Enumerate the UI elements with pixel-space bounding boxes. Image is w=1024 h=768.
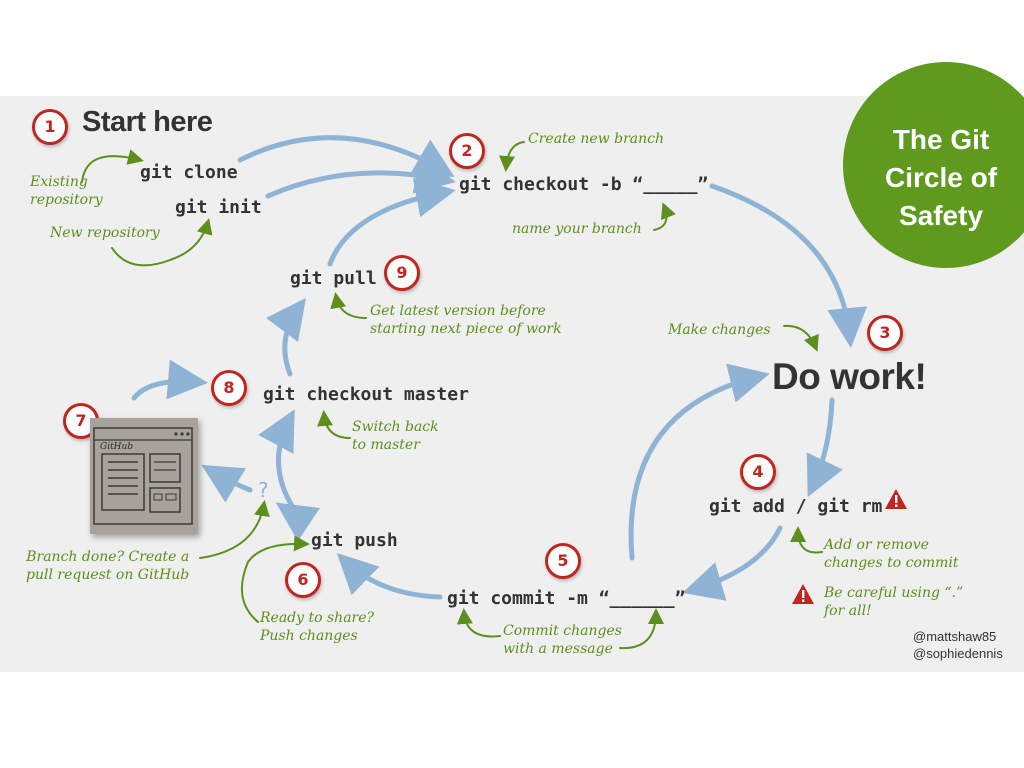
branch-done-note-line1: Branch done? Create a [26,549,190,565]
git-add-rm-command: git add / git rm [709,496,883,517]
green-arrow-name-branch [653,202,676,231]
arrow-question-to-mockup [201,464,253,503]
green-arrow-latest [330,292,367,319]
credit-line-1: @mattshaw85 [913,629,997,644]
do-work-heading: Do work! [772,356,927,397]
latest-version-note: Get latest version before starting next … [370,302,562,338]
git-pull-command: git pull [290,268,377,289]
switch-back-note: Switch back to master [352,418,439,454]
step-4-marker: 4 [740,454,776,490]
commit-message-note: Commit changes with a message [503,622,622,658]
ready-to-share-note-line2: Push changes [260,628,358,644]
question-mark: ? [258,478,269,502]
arrow-add-to-commit [682,525,783,601]
arrow-init-to-checkout [265,154,456,199]
arrow-commit-to-dowork [628,363,770,561]
github-sketch-image: GitHub [90,418,198,534]
latest-version-note-line1: Get latest version before [370,303,546,319]
existing-repo-note: Existing repository [30,173,103,209]
branch-done-note: Branch done? Create a pull request on Gi… [26,548,189,584]
green-arrow-switch [317,410,351,439]
commit-message-note-line1: Commit changes [503,623,622,639]
existing-repo-note-line1: Existing [30,174,88,190]
step-2-marker: 2 [449,133,485,169]
arrow-mockup-to-step8 [131,359,208,401]
github-sketch-label: GitHub [100,442,133,452]
ready-to-share-note-line1: Ready to share? [260,610,375,626]
latest-version-note-line2: starting next piece of work [370,321,562,337]
add-remove-note-line2: changes to commit [824,555,959,571]
add-remove-note: Add or remove changes to commit [824,536,959,572]
green-arrow-commit-right [619,608,664,650]
make-changes-note: Make changes [668,322,771,338]
step-6-marker: 6 [285,562,321,598]
git-checkout-master-command: git checkout master [263,384,469,405]
green-arrow-add-remove [790,526,823,554]
new-repo-note: New repository [50,225,160,241]
step-1-marker: 1 [32,109,68,145]
green-arrow-commit [456,608,501,638]
add-remove-note-line1: Add or remove [824,537,929,553]
step-8-marker: 8 [211,370,247,406]
green-arrow-branch-done [199,500,270,559]
git-init-command: git init [175,197,262,218]
arrow-push-to-checkout-master [258,409,305,523]
create-branch-note: Create new branch [528,131,665,147]
name-branch-note: name your branch [512,221,642,237]
warning-icon [792,584,814,604]
switch-back-note-line2: to master [352,437,420,453]
green-arrow-new-repo [111,218,213,267]
credit-line-2: @sophiedennis [913,646,1003,661]
start-here-heading: Start here [82,106,213,138]
title-badge-text: The Git Circle of Safety [884,124,998,231]
step-3-marker: 3 [867,315,903,351]
step-9-marker: 9 [384,255,420,291]
green-arrow-ready [241,535,310,623]
git-push-command: git push [311,530,398,551]
git-checkout-branch-command: git checkout -b “_____” [459,174,709,195]
switch-back-note-line1: Switch back [352,419,439,435]
arrow-pull-to-checkout [327,177,456,267]
arrow-checkout-master-to-pull [266,297,306,377]
arrow-clone-to-checkout [237,135,455,178]
github-sketch-drawing: GitHub [93,427,193,525]
arrow-push-to-question [275,502,321,542]
branch-done-note-line2: pull request on GitHub [26,567,190,583]
green-arrow-existing [81,149,144,183]
step-5-marker: 5 [545,543,581,579]
credits: @mattshaw85 @sophiedennis [913,628,1003,662]
careful-note-line1: Be careful using “.” [824,585,964,601]
git-commit-command: git commit -m “______” [447,588,686,609]
ready-to-share-note: Ready to share? Push changes [260,609,374,645]
commit-message-note-line2: with a message [503,641,613,657]
arrow-commit-to-push [336,553,443,600]
green-arrow-make-changes [783,324,819,352]
existing-repo-note-line2: repository [30,192,103,208]
arrow-checkout-to-dowork [709,183,868,348]
arrow-dowork-to-add [806,397,843,498]
git-clone-command: git clone [140,162,238,183]
warning-icon [885,489,907,509]
careful-note-line2: for all! [824,603,872,619]
green-arrow-create-branch [499,141,525,172]
title-badge [843,62,1024,268]
careful-note: Be careful using “.” for all! [824,584,963,620]
